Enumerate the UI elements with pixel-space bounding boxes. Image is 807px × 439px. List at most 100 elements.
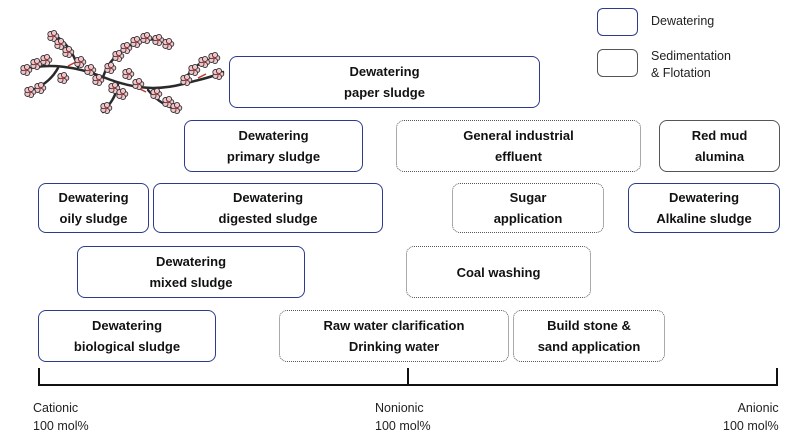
axis-label-cationic: Cationic 100 mol% bbox=[33, 399, 89, 435]
blossom-petal bbox=[211, 51, 219, 59]
blossom-center bbox=[120, 92, 124, 96]
box-line: application bbox=[493, 211, 563, 226]
blossom-center bbox=[184, 78, 188, 82]
blossom-center bbox=[212, 56, 216, 60]
blossom-center bbox=[112, 86, 116, 90]
box-line: alumina bbox=[694, 149, 745, 164]
blossom-center bbox=[126, 72, 130, 76]
axis-label-line: 100 mol% bbox=[723, 419, 779, 433]
box-line: General industrial bbox=[463, 128, 574, 143]
box-line: Sugar bbox=[509, 190, 547, 205]
legend-swatch-sedimentation bbox=[597, 49, 638, 77]
box-primary-sludge: Dewatering primary sludge bbox=[184, 120, 363, 172]
legend-label-sedimentation-line2: & Flotation bbox=[651, 66, 711, 80]
blossom-petal bbox=[57, 37, 65, 45]
blossom-petal bbox=[60, 71, 68, 79]
blossom-petal bbox=[87, 63, 95, 71]
box-line: Dewatering bbox=[91, 318, 163, 333]
blossom-petal bbox=[77, 55, 85, 63]
blossom-petal bbox=[43, 53, 51, 61]
blossom-center bbox=[116, 54, 120, 58]
blossom-petal bbox=[111, 81, 119, 89]
box-raw-water: Raw water clarification Drinking water bbox=[279, 310, 509, 362]
blossom-branch-illustration bbox=[20, 29, 225, 115]
axis-label-line: Anionic bbox=[737, 401, 779, 415]
blossom-center bbox=[156, 38, 160, 42]
blossom-petal bbox=[107, 61, 115, 69]
box-oily-sludge: Dewatering oily sludge bbox=[38, 183, 149, 233]
blossom-center bbox=[192, 68, 196, 72]
box-line: Alkaline sludge bbox=[656, 211, 752, 226]
box-sugar: Sugar application bbox=[452, 183, 604, 233]
box-line: sand application bbox=[537, 339, 641, 354]
blossom-petal bbox=[125, 67, 133, 75]
box-line: Coal washing bbox=[456, 264, 541, 280]
blossom-center bbox=[154, 92, 158, 96]
blossom-petal bbox=[27, 85, 35, 93]
blossom-center bbox=[51, 34, 55, 38]
axis-label-nonionic: Nonionic 100 mol% bbox=[375, 399, 431, 435]
blossom-petal bbox=[155, 33, 163, 41]
legend-swatch-dewatering bbox=[597, 8, 638, 36]
legend-label-sedimentation-line1: Sedimentation bbox=[651, 49, 731, 63]
box-line: Red mud bbox=[691, 128, 748, 143]
box-biological-sludge: Dewatering biological sludge bbox=[38, 310, 216, 362]
box-paper-sludge: Dewatering paper sludge bbox=[229, 56, 540, 108]
blossom-center bbox=[216, 72, 220, 76]
box-general-effluent: General industrial effluent bbox=[396, 120, 641, 172]
axis-label-line: Nonionic bbox=[375, 401, 424, 415]
blossom-petal bbox=[133, 35, 141, 43]
box-alkaline-sludge: Dewatering Alkaline sludge bbox=[628, 183, 780, 233]
box-coal-washing: Coal washing bbox=[406, 246, 591, 298]
box-line: primary sludge bbox=[226, 149, 321, 164]
blossom-petal bbox=[173, 101, 181, 109]
box-line: digested sludge bbox=[218, 211, 318, 226]
blossom-center bbox=[38, 86, 42, 90]
axis-label-anionic: Anionic 100 mol% bbox=[723, 399, 779, 435]
blossom-petal bbox=[123, 41, 131, 49]
blossom-petal bbox=[65, 45, 73, 53]
blossom-petal bbox=[183, 73, 191, 81]
box-line: Dewatering bbox=[232, 190, 304, 205]
blossom-petal bbox=[143, 31, 151, 39]
blossom-center bbox=[134, 40, 138, 44]
box-line: Dewatering bbox=[668, 190, 740, 205]
blossom-center bbox=[166, 100, 170, 104]
box-line: oily sludge bbox=[59, 211, 128, 226]
box-line: Dewatering bbox=[349, 64, 420, 79]
legend-label-dewatering: Dewatering bbox=[651, 14, 715, 28]
blossom-petal bbox=[37, 81, 45, 89]
box-mixed-sludge: Dewatering mixed sludge bbox=[77, 246, 305, 298]
blossom-petal bbox=[165, 37, 173, 45]
box-line: Dewatering bbox=[238, 128, 309, 143]
box-digested-sludge: Dewatering digested sludge bbox=[153, 183, 383, 233]
blossom-center bbox=[24, 68, 28, 72]
box-line: Raw water clarification bbox=[323, 318, 465, 333]
blossom-center bbox=[66, 50, 70, 54]
blossom-center bbox=[124, 46, 128, 50]
box-line: Drinking water bbox=[348, 339, 440, 354]
blossom-petal bbox=[165, 95, 173, 103]
box-line: biological sludge bbox=[73, 339, 181, 354]
box-line: Dewatering bbox=[58, 190, 129, 205]
blossom-center bbox=[144, 36, 148, 40]
blossom-petal bbox=[103, 101, 111, 109]
blossom-petal bbox=[95, 73, 103, 81]
blossom-center bbox=[104, 106, 108, 110]
blossom-center bbox=[78, 60, 82, 64]
blossom-center bbox=[58, 42, 62, 46]
box-line: Build stone & bbox=[547, 318, 631, 333]
blossom-petal bbox=[23, 63, 31, 71]
blossom-petal bbox=[135, 77, 143, 85]
axis-label-line: 100 mol% bbox=[33, 419, 89, 433]
axis-label-line: 100 mol% bbox=[375, 419, 431, 433]
blossom-petal bbox=[153, 87, 161, 95]
blossom-center bbox=[108, 66, 112, 70]
blossom-center bbox=[34, 62, 38, 66]
box-build-stone: Build stone & sand application bbox=[513, 310, 665, 362]
blossom-petal bbox=[191, 63, 199, 71]
blossom-center bbox=[44, 58, 48, 62]
blossom-petal bbox=[215, 67, 223, 75]
charge-axis bbox=[38, 368, 778, 386]
box-red-mud: Red mud alumina bbox=[659, 120, 780, 172]
